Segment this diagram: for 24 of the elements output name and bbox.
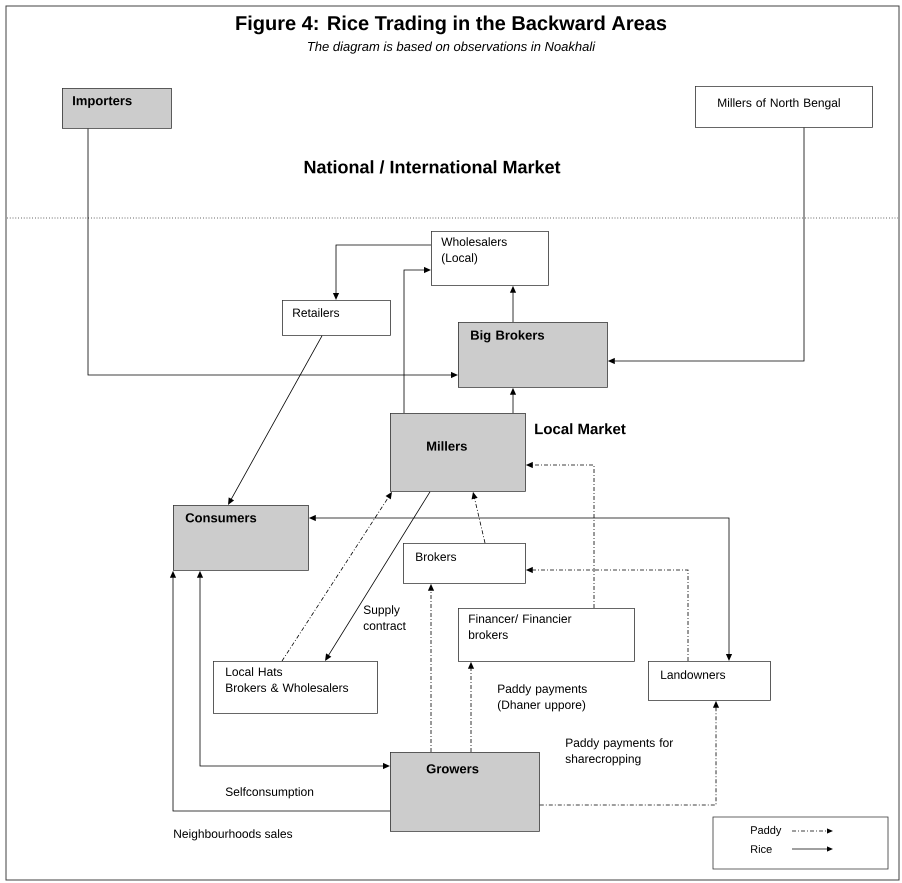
edge-label: Supply contract: [364, 605, 406, 630]
subtitle: The diagram is based on observations in Noakhali: [308, 42, 596, 54]
process-box: Financer/ Financier brokers: [458, 608, 635, 662]
arrow: [325, 491, 430, 661]
region-label: National / International Market: [304, 160, 560, 174]
shaded-box: Growers: [390, 752, 540, 832]
process-box: Millers of North Bengal: [695, 86, 873, 128]
process-box: Local Hats Brokers & Wholesalers: [213, 661, 378, 714]
process-box: Wholesalers (Local): [431, 231, 549, 286]
region-label: Local Market: [535, 423, 626, 434]
shaded-box: Millers: [390, 413, 526, 492]
shaded-box: Consumers: [173, 505, 309, 571]
legend-text: Rice: [751, 844, 772, 854]
process-box: Landowners: [648, 661, 771, 701]
shaded-box: Importers: [62, 88, 172, 129]
process-box: Retailers: [282, 300, 391, 336]
process-box: Brokers: [403, 543, 526, 584]
edge-label: Paddy payments (Dhaner uppore): [498, 684, 587, 712]
title: Figure 4: Rice Trading in the Backward Areas: [236, 16, 666, 34]
flow-label: Selfconsumption: [226, 787, 314, 798]
edge-label: Paddy payments for sharecropping: [566, 738, 674, 766]
shaded-box: Big Brokers: [458, 322, 608, 388]
legend-text: Paddy: [751, 826, 782, 836]
flow-label: Neighbourhoods sales: [174, 829, 292, 840]
